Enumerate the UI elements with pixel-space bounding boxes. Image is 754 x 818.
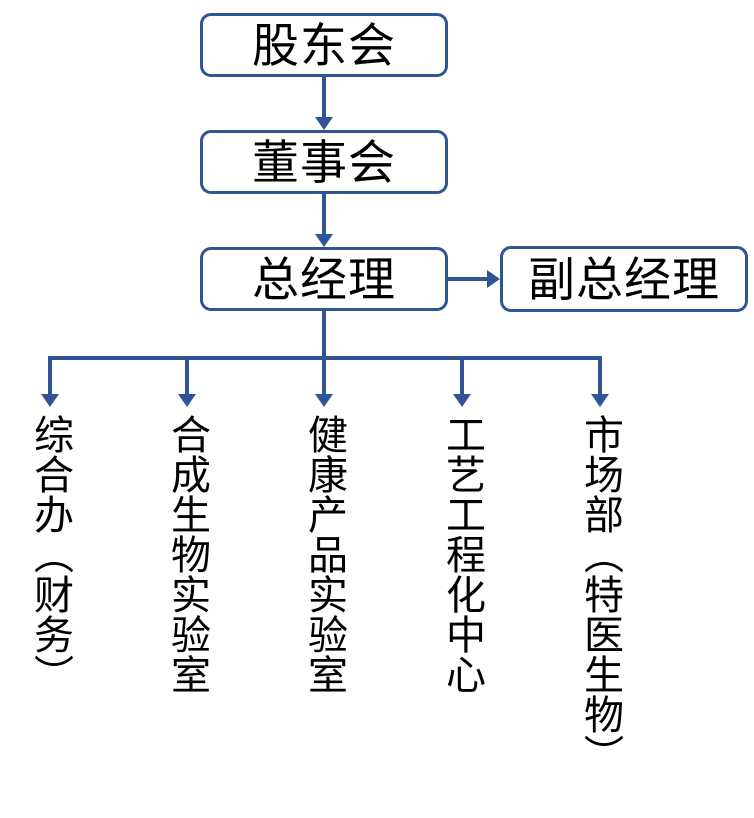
node-deputy-general-manager: 副总经理 bbox=[500, 246, 748, 312]
arrowhead-down-icon bbox=[41, 394, 59, 407]
connector-shareholders-board bbox=[322, 77, 326, 118]
node-shareholders-label: 股东会 bbox=[252, 18, 396, 72]
connector-drop-marketing-dept bbox=[598, 360, 602, 395]
dept-marketing-special-medical-biology: 市场部（特医生物） bbox=[578, 414, 622, 774]
node-general-manager: 总经理 bbox=[200, 247, 448, 311]
arrowhead-down-icon bbox=[315, 234, 333, 247]
dept-process-engineering-center: 工艺工程化中心 bbox=[440, 414, 484, 694]
node-board-of-directors: 董事会 bbox=[200, 130, 448, 194]
arrowhead-down-icon bbox=[591, 394, 609, 407]
arrowhead-right-icon bbox=[487, 270, 500, 288]
node-shareholders: 股东会 bbox=[200, 13, 448, 77]
dept-health-products-lab: 健康产品实验室 bbox=[302, 414, 346, 694]
dept-general-office-finance: 综合办（财务） bbox=[28, 414, 72, 694]
connector-gm-deputy bbox=[448, 277, 488, 281]
connector-board-gm bbox=[322, 194, 326, 235]
node-board-label: 董事会 bbox=[252, 135, 396, 189]
connector-drop-general-office bbox=[48, 360, 52, 395]
arrowhead-down-icon bbox=[315, 117, 333, 130]
node-deputy-general-manager-label: 副总经理 bbox=[528, 252, 720, 306]
arrowhead-down-icon bbox=[178, 394, 196, 407]
connector-drop-synthetic-biology-lab bbox=[185, 360, 189, 395]
arrowhead-down-icon bbox=[453, 394, 471, 407]
connector-gm-stem bbox=[322, 311, 326, 358]
connector-drop-health-products-lab bbox=[322, 360, 326, 395]
node-general-manager-label: 总经理 bbox=[252, 252, 396, 306]
arrowhead-down-icon bbox=[315, 394, 333, 407]
connector-drop-process-engineering-center bbox=[460, 360, 464, 395]
dept-synthetic-biology-lab: 合成生物实验室 bbox=[165, 414, 209, 694]
connector-branch-bus bbox=[48, 356, 602, 360]
